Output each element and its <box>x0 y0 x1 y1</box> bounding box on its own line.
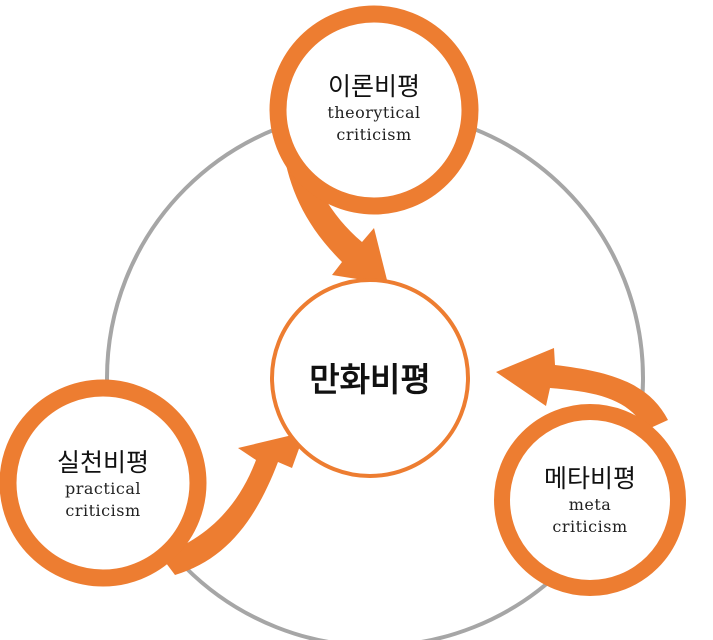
practical-subtitle-line2: criticism <box>65 501 141 520</box>
theory-title: 이론비평 <box>327 72 420 101</box>
theory-label: 이론비평 theorytical criticism <box>300 72 448 146</box>
arrow-practical-to-center <box>160 432 305 575</box>
practical-node-circle <box>0 379 207 587</box>
meta-title: 메타비평 <box>543 464 636 493</box>
meta-subtitle-line2: criticism <box>552 517 628 536</box>
theory-subtitle-line2: criticism <box>336 125 412 144</box>
theory-node-circle <box>269 5 479 215</box>
center-circle <box>270 278 470 478</box>
meta-node-circle <box>494 404 686 596</box>
practical-label: 실천비평 practical criticism <box>38 448 168 522</box>
theory-subtitle-line1: theorytical <box>327 103 421 122</box>
meta-subtitle-line1: meta <box>568 495 612 514</box>
center-label: 만화비평 <box>290 360 450 400</box>
practical-title: 실천비평 <box>56 448 149 477</box>
arrow-meta-to-center <box>496 348 668 430</box>
meta-label: 메타비평 meta criticism <box>528 464 652 538</box>
center-title: 만화비평 <box>309 360 431 399</box>
practical-subtitle-line1: practical <box>64 479 142 498</box>
